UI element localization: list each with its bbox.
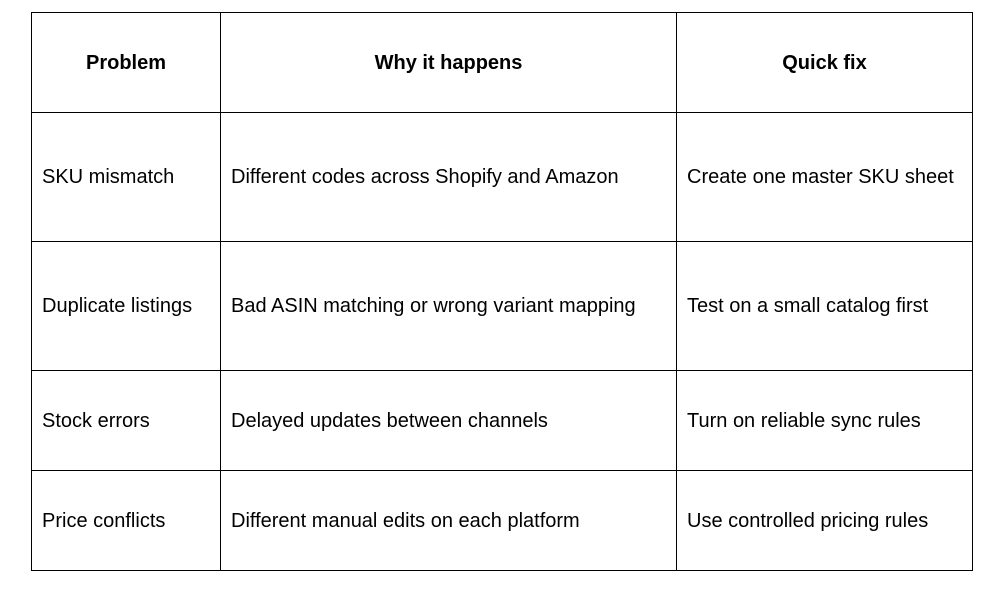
cell-problem: Price conflicts (31, 470, 221, 571)
cell-why: Bad ASIN matching or wrong variant mappi… (220, 241, 677, 371)
cell-fix: Turn on reliable sync rules (676, 370, 973, 471)
cell-fix: Use controlled pricing rules (676, 470, 973, 571)
header-quick-fix: Quick fix (676, 12, 973, 113)
cell-problem: Stock errors (31, 370, 221, 471)
table-row: Price conflicts Different manual edits o… (31, 470, 973, 571)
cell-fix: Test on a small catalog first (676, 241, 973, 371)
header-why-it-happens: Why it happens (220, 12, 677, 113)
cell-why: Delayed updates between channels (220, 370, 677, 471)
table-row: Duplicate listings Bad ASIN matching or … (31, 241, 973, 371)
problems-table: Problem Why it happens Quick fix SKU mis… (31, 12, 973, 571)
cell-fix: Create one master SKU sheet (676, 112, 973, 242)
cell-why: Different codes across Shopify and Amazo… (220, 112, 677, 242)
table-row: SKU mismatch Different codes across Shop… (31, 112, 973, 242)
cell-why: Different manual edits on each platform (220, 470, 677, 571)
table-row: Stock errors Delayed updates between cha… (31, 370, 973, 471)
cell-problem: Duplicate listings (31, 241, 221, 371)
table-header-row: Problem Why it happens Quick fix (31, 12, 973, 113)
cell-problem: SKU mismatch (31, 112, 221, 242)
header-problem: Problem (31, 12, 221, 113)
